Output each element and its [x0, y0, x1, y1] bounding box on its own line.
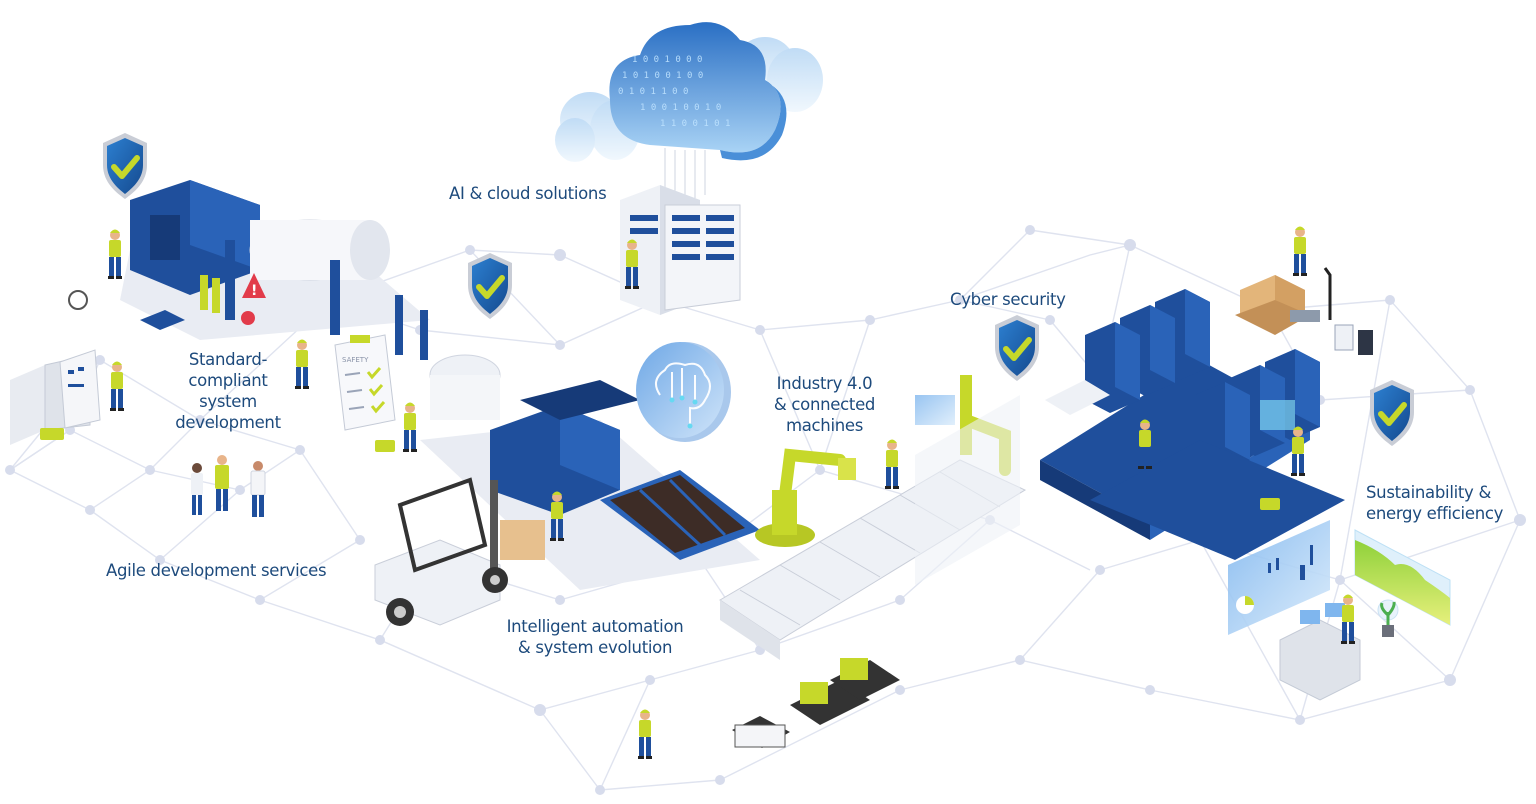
label-ai-cloud-solutions: AI & cloud solutions: [449, 183, 607, 204]
server-racks: [620, 185, 741, 315]
label-line: AI & cloud solutions: [449, 184, 607, 203]
label-standard-compliant-system-development: Standard- compliant system development: [172, 349, 284, 433]
label-line: compliant: [188, 371, 268, 390]
cloud-binary-row: 0 1 0 1 1 0 0: [618, 87, 688, 97]
paper-machine: !: [68, 180, 430, 360]
label-agile-development-services: Agile development services: [106, 560, 327, 581]
cloud-binary-row: 1 0 1 0 0 1 0 0: [622, 71, 703, 81]
shield-check-icon: [468, 253, 512, 319]
robot-conveyor: [719, 375, 1027, 660]
label-line: Standard-: [188, 350, 268, 369]
label-line: Intelligent automation: [506, 617, 684, 636]
warning-triangle-icon: [242, 273, 266, 298]
shield-check-icon: [995, 315, 1039, 381]
ai-brain-chip-icon: [636, 342, 731, 442]
forklift: [374, 477, 545, 626]
clipboard-title: SAFETY: [342, 356, 369, 364]
label-line: Agile development services: [106, 561, 327, 580]
cloud-binary-row: 1 1 0 0 1 0 1: [660, 119, 730, 129]
printing-machines: [1040, 289, 1345, 560]
agv-carts: [638, 658, 900, 759]
shield-check-icon: [1370, 380, 1414, 446]
label-line: & system evolution: [517, 638, 673, 657]
cloud-binary-icon: 1 0 0 1 0 0 0 1 0 1 0 0 1 0 0 0 1 0 1 1 …: [555, 22, 823, 205]
label-intelligent-automation: Intelligent automation & system evolutio…: [490, 616, 700, 658]
team-people: [191, 339, 309, 517]
production-line: [375, 354, 760, 590]
safety-checklist-icon: SAFETY: [334, 334, 396, 431]
cloud-binary-row: 1 0 0 1 0 0 1 0: [640, 103, 721, 113]
shipping-boxes: [1235, 226, 1373, 355]
label-line: energy efficiency: [1366, 504, 1504, 523]
label-industry-40-connected-machines: Industry 4.0 & connected machines: [762, 373, 887, 436]
energy-dashboard: [1228, 520, 1451, 701]
label-line: system: [199, 392, 257, 411]
label-line: development: [175, 413, 281, 432]
label-line: machines: [785, 416, 864, 435]
label-cyber-security: Cyber security: [950, 289, 1066, 310]
svg-text:!: !: [251, 283, 257, 299]
electrical-cabinet: [10, 349, 124, 445]
label-line: Industry 4.0: [776, 374, 873, 393]
label-line: & connected: [773, 395, 876, 414]
shield-check-icon: [103, 133, 147, 199]
label-sustainability-energy-efficiency: Sustainability & energy efficiency: [1366, 482, 1503, 524]
label-line: Cyber security: [950, 290, 1066, 309]
cloud-binary-row: 1 0 0 1 0 0 0: [632, 55, 702, 65]
label-line: Sustainability &: [1366, 483, 1492, 502]
